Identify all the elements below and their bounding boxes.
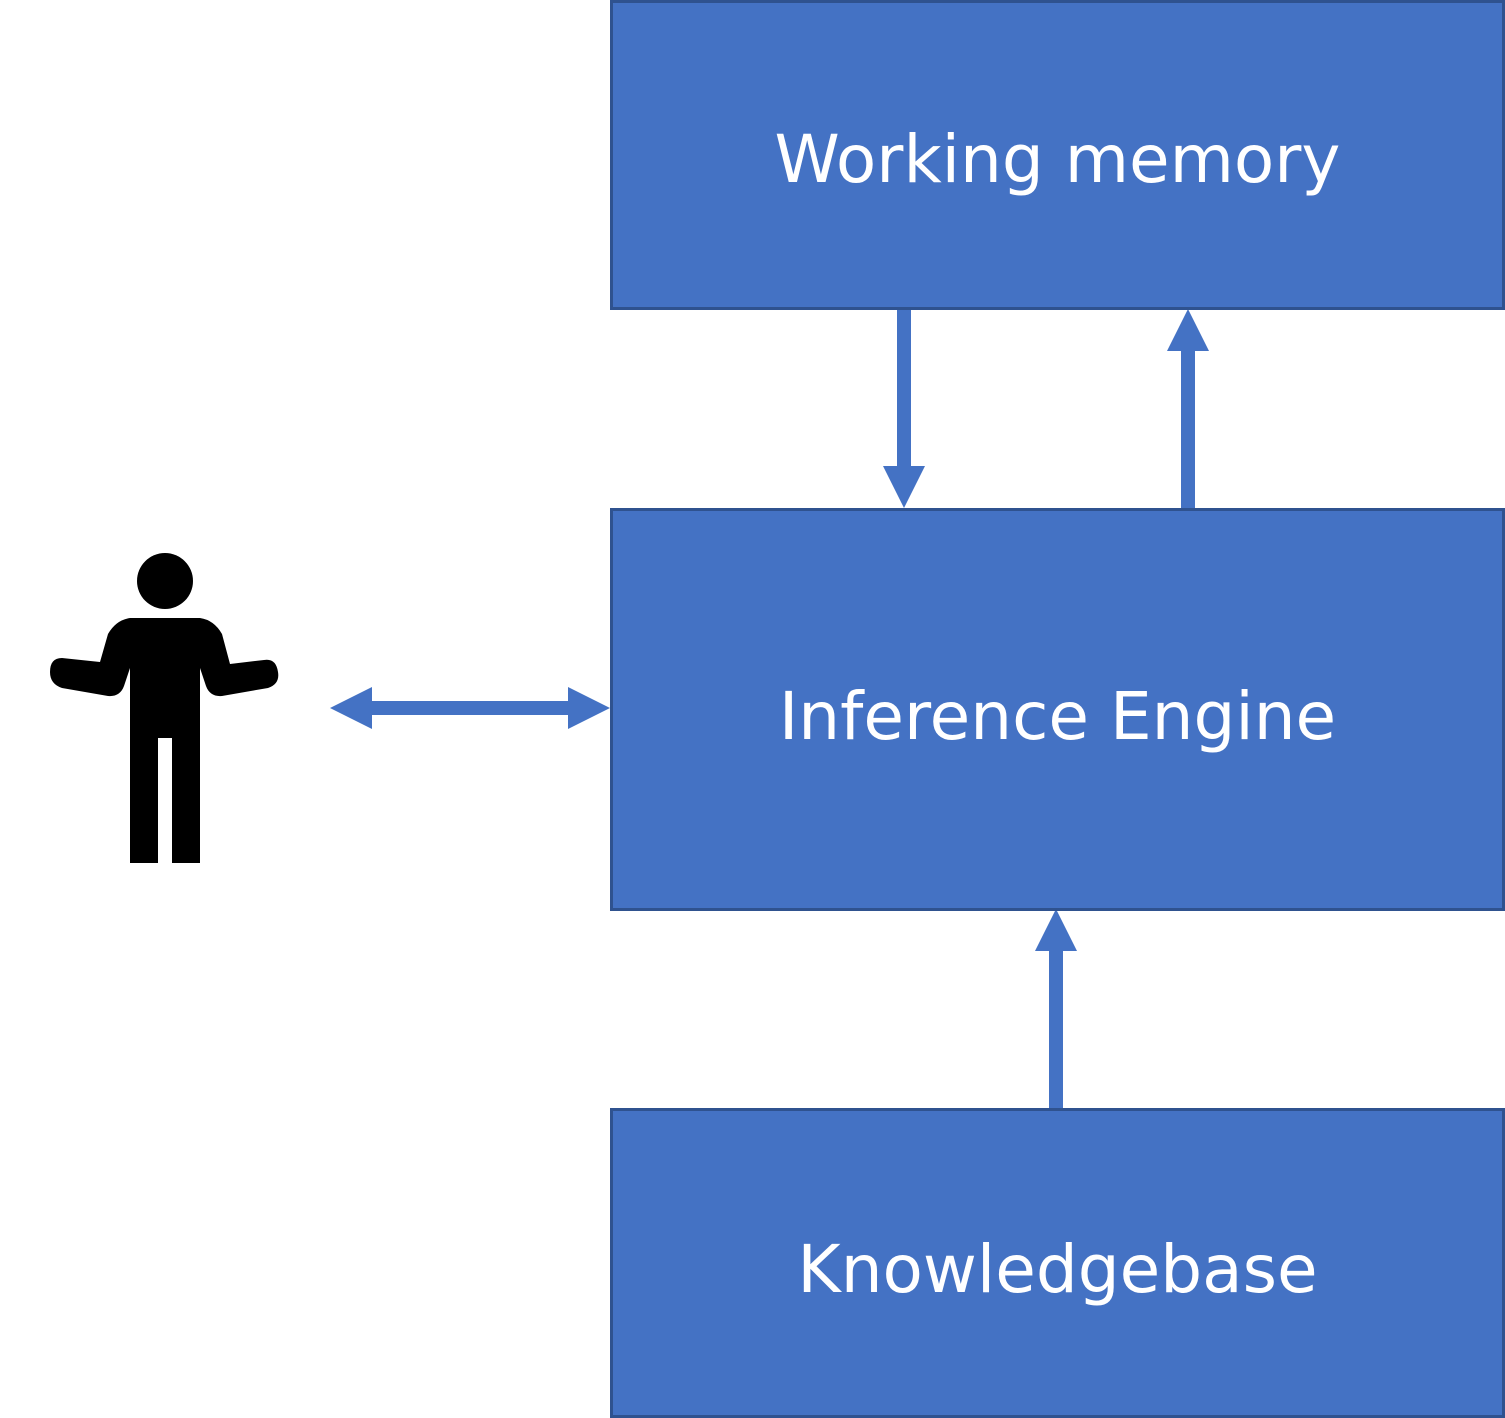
inference-engine-label: Inference Engine: [778, 678, 1337, 755]
arrow-memory-to-engine: [883, 310, 925, 508]
working-memory-box: Working memory: [610, 0, 1505, 310]
arrow-user-engine-bidirectional: [330, 687, 610, 729]
knowledgebase-label: Knowledgebase: [797, 1231, 1318, 1308]
person-shrugging-icon: [50, 553, 279, 863]
inference-engine-box: Inference Engine: [610, 508, 1505, 911]
arrow-engine-to-memory: [1167, 309, 1209, 508]
arrow-knowledgebase-to-engine: [1035, 909, 1077, 1108]
knowledgebase-box: Knowledgebase: [610, 1108, 1505, 1418]
working-memory-label: Working memory: [774, 121, 1341, 198]
